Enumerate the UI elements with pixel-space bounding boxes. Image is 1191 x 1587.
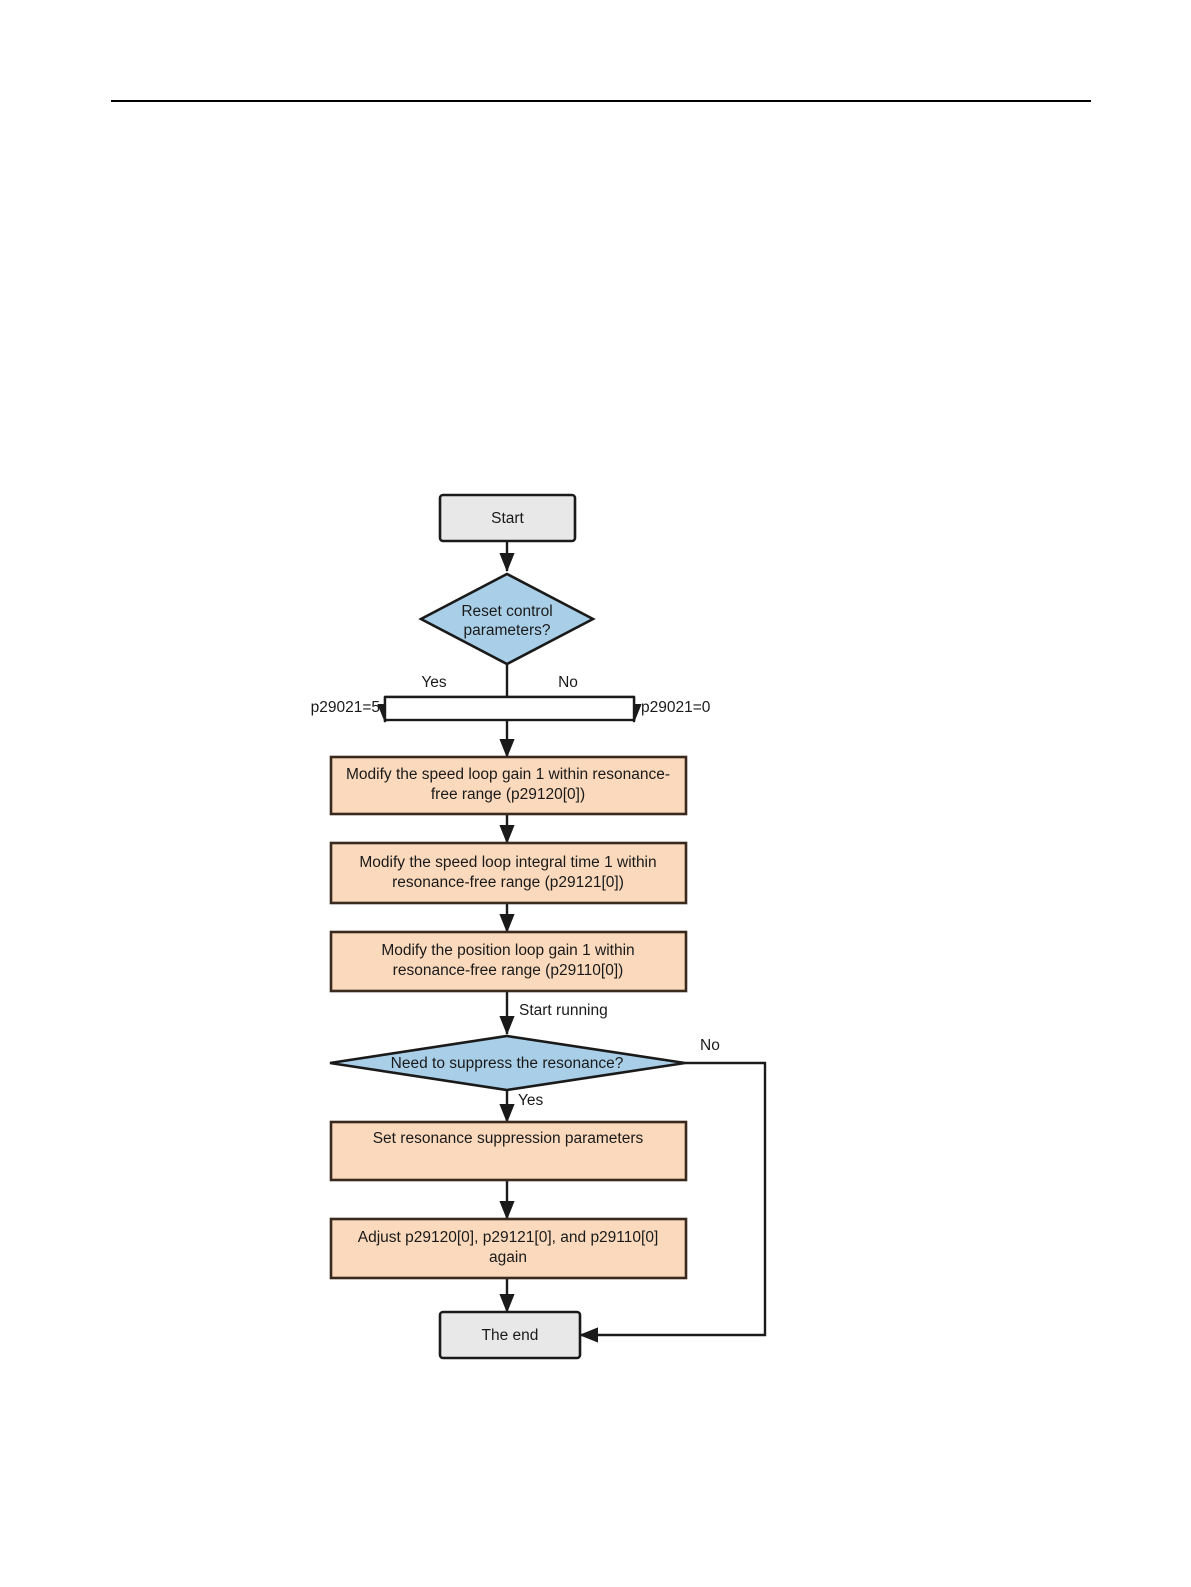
node-process-speed-gain-line1: Modify the speed loop gain 1 within reso… (346, 766, 670, 783)
node-process-adjust-again-line2: again (489, 1249, 527, 1266)
node-decision-reset[interactable] (418, 572, 596, 666)
node-merge-bar (383, 695, 636, 722)
edge-label-param-yes: p29021=5 (311, 699, 380, 716)
node-process-set-suppression-line1: Set resonance suppression parameters (373, 1130, 644, 1147)
node-decision-reset-line1: Reset control (461, 603, 552, 620)
node-process-set-suppression[interactable] (329, 1120, 688, 1182)
node-process-adjust-again[interactable] (329, 1217, 688, 1280)
node-process-adjust-again-line1: Adjust p29120[0], p29121[0], and p29110[… (358, 1229, 659, 1246)
node-process-position-gain-line2: resonance-free range (p29110[0]) (393, 962, 624, 979)
node-process-position-gain[interactable] (329, 930, 688, 993)
node-process-position-gain-line1: Modify the position loop gain 1 within (381, 942, 634, 959)
node-end-label: The end (482, 1327, 539, 1344)
edge-label-no-resonance: No (700, 1037, 720, 1054)
node-decision-reset-line2: parameters? (463, 622, 550, 639)
edge-no-resonance-to-end (579, 1061, 767, 1343)
node-decision-resonance[interactable] (329, 1034, 686, 1092)
node-process-speed-gain[interactable] (329, 755, 688, 816)
node-end[interactable] (438, 1310, 582, 1360)
edge-label-yes-reset: Yes (421, 674, 447, 691)
edge-label-no-reset: No (558, 674, 578, 691)
edge-label-yes-resonance: Yes (518, 1092, 544, 1109)
node-process-speed-integral[interactable] (329, 841, 688, 905)
node-process-speed-integral-line2: resonance-free range (p29121[0]) (392, 874, 624, 891)
node-process-speed-gain-line2: free range (p29120[0]) (431, 786, 585, 803)
node-start[interactable] (438, 493, 577, 543)
edge-label-start-running: Start running (519, 1002, 608, 1019)
header-rule (111, 100, 1091, 102)
node-process-speed-integral-line1: Modify the speed loop integral time 1 wi… (359, 854, 656, 871)
edge-label-param-no: p29021=0 (641, 699, 711, 716)
node-decision-resonance-line1: Need to suppress the resonance? (391, 1055, 624, 1072)
node-start-label: Start (491, 510, 524, 527)
